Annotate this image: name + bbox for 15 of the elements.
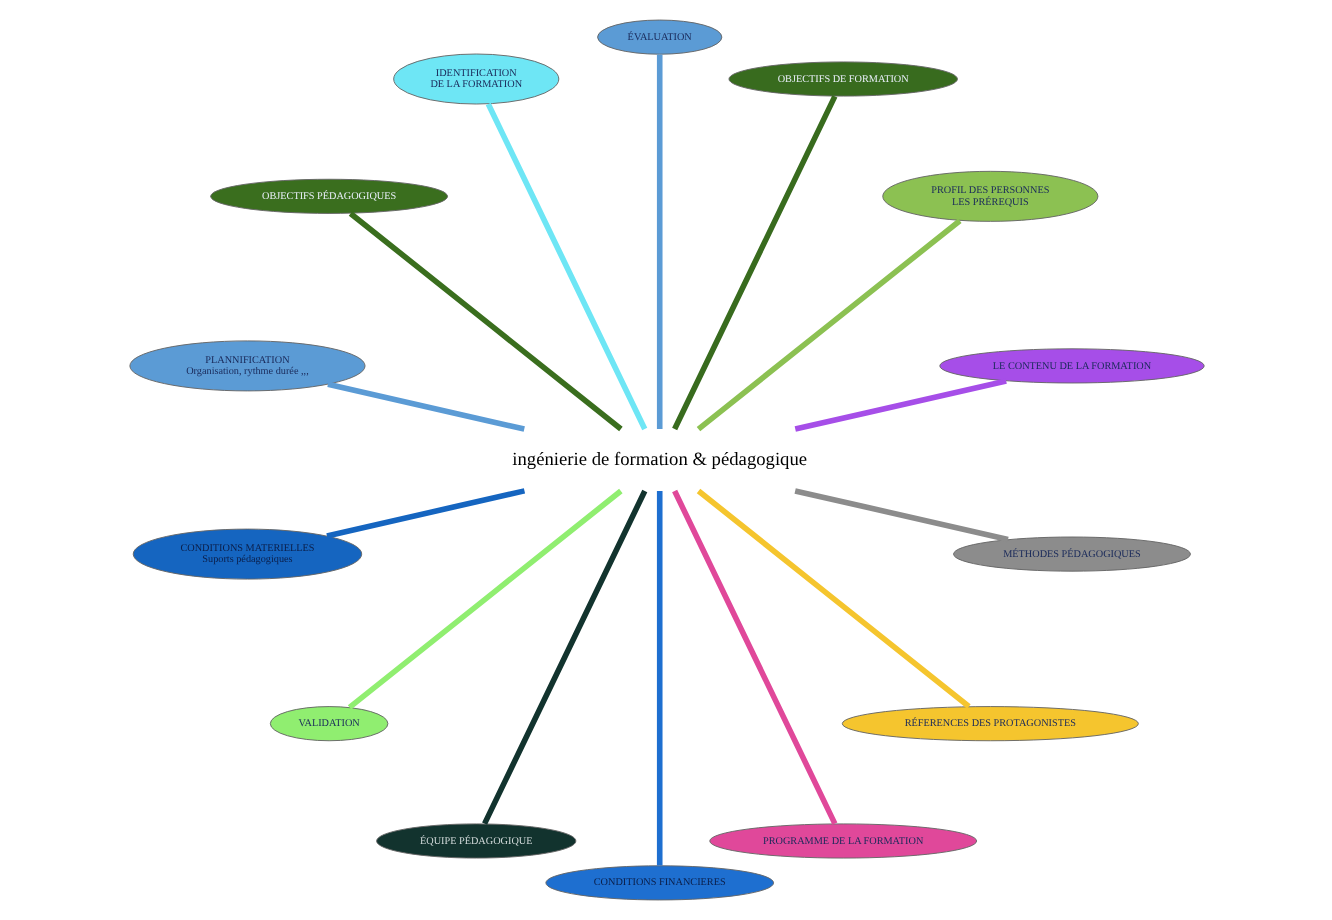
connector xyxy=(481,489,647,825)
connector xyxy=(671,95,837,431)
connector xyxy=(347,211,622,432)
connector xyxy=(346,488,622,710)
connector xyxy=(325,488,525,539)
connector xyxy=(326,381,524,432)
connector xyxy=(793,378,1006,432)
connector xyxy=(655,54,662,430)
node-text: ingénierie de formation & pédagogique xyxy=(511,450,807,471)
connector xyxy=(695,488,970,709)
connector xyxy=(484,102,647,431)
connector xyxy=(671,489,837,825)
connector xyxy=(695,218,961,432)
connector xyxy=(655,490,662,866)
connector xyxy=(793,488,1008,543)
